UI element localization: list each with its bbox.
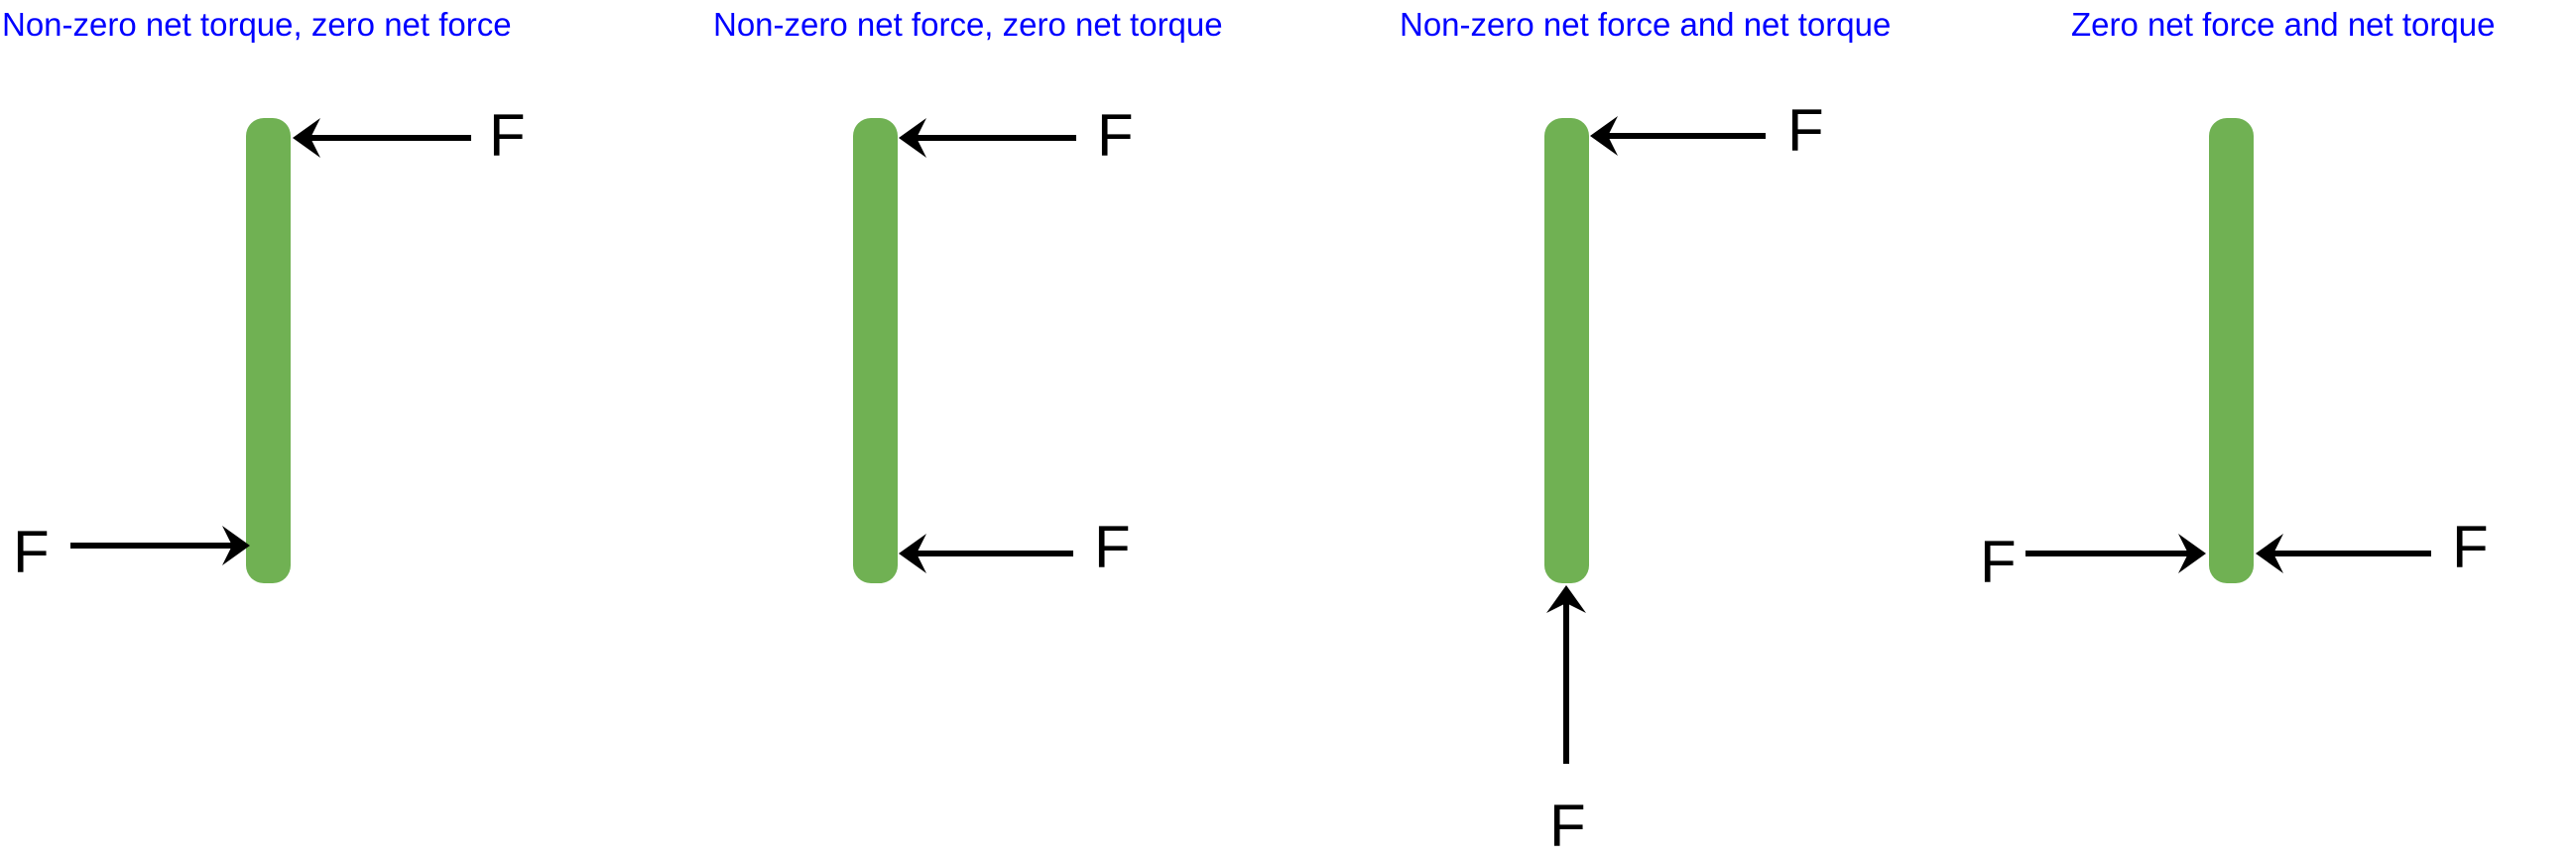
panel-force-no-torque: Non-zero net force, zero net torque F F — [713, 6, 1223, 583]
force-arrow-bottom-up — [1546, 585, 1586, 764]
force-label: F — [1094, 514, 1131, 580]
panel-force-and-torque: Non-zero net force and net torque F F — [1400, 6, 1891, 859]
rod — [853, 118, 898, 583]
force-label: F — [1097, 102, 1134, 169]
force-arrow-bottom-right — [2025, 534, 2206, 573]
force-label: F — [13, 519, 50, 585]
panel-torque-no-force: Non-zero net torque, zero net force F F — [2, 6, 526, 585]
force-label: F — [2452, 514, 2489, 580]
rod — [2209, 118, 2254, 583]
force-label: F — [1787, 97, 1824, 164]
force-label: F — [1980, 529, 2017, 595]
force-arrow-bottom-right — [70, 526, 250, 565]
force-arrow-bottom-left — [899, 534, 1073, 573]
rod — [1544, 118, 1589, 583]
panel-title: Zero net force and net torque — [2071, 6, 2495, 43]
panel-title: Non-zero net force, zero net torque — [713, 6, 1223, 43]
force-label: F — [489, 102, 526, 169]
panel-equilibrium: Zero net force and net torque F F — [1980, 6, 2495, 595]
force-arrow-top-left — [899, 118, 1076, 158]
force-arrow-top-left — [293, 118, 471, 158]
panel-title: Non-zero net torque, zero net force — [2, 6, 512, 43]
force-arrow-top-left — [1590, 116, 1766, 156]
force-label: F — [1549, 793, 1586, 859]
force-arrow-bottom-left — [2256, 534, 2431, 573]
rod — [246, 118, 291, 583]
panel-title: Non-zero net force and net torque — [1400, 6, 1891, 43]
